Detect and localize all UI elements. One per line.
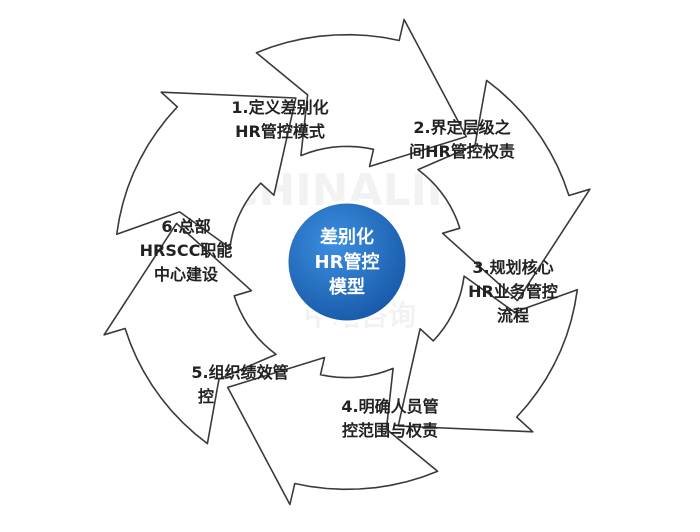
- step-5-line-2: 控: [198, 387, 214, 406]
- step-3-line-2: HR业务管控: [468, 282, 558, 301]
- cycle-arrow-1: [255, 18, 468, 168]
- step-4-label: 4.明确人员管 控范围与权责: [341, 397, 438, 440]
- cycle-arrow-3: [397, 275, 579, 433]
- center-line-1: 差别化: [320, 226, 374, 248]
- step-1-line-2: HR管控模式: [235, 122, 325, 141]
- step-3-line-3: 流程: [497, 306, 529, 325]
- step-2-line-1: 2.界定层级之: [413, 118, 510, 137]
- step-3-label: 3.规划核心 HR业务管控 流程: [468, 258, 558, 325]
- step-6-line-1: 6.总部: [161, 217, 210, 236]
- step-1-label: 1.定义差别化 HR管控模式: [231, 98, 328, 141]
- step-5-label: 5.组织绩效管 控: [191, 363, 288, 406]
- step-5-line-1: 5.组织绩效管: [191, 363, 288, 382]
- step-4-line-1: 4.明确人员管: [341, 397, 438, 416]
- step-6-line-2: HRSCC职能: [140, 241, 233, 260]
- cycle-arrow-2: [417, 79, 591, 302]
- center-circle: [285, 200, 409, 324]
- step-6-line-3: 中心建设: [154, 265, 219, 284]
- step-1-line-1: 1.定义差别化: [231, 98, 328, 117]
- cycle-arrow-6: [115, 91, 297, 249]
- center-line-3: 模型: [329, 276, 365, 298]
- cycle-arrow-4: [226, 356, 439, 506]
- center-line-2: HR管控: [315, 251, 380, 273]
- step-4-line-2: 控范围与权责: [342, 421, 438, 440]
- cycle-arrow-5: [103, 222, 277, 445]
- step-2-label: 2.界定层级之 间HR管控权责: [409, 118, 515, 161]
- step-2-line-2: 间HR管控权责: [409, 142, 515, 161]
- step-3-line-1: 3.规划核心: [472, 258, 553, 277]
- step-6-label: 6.总部 HRSCC职能 中心建设: [140, 217, 233, 284]
- cycle-arrows: [103, 18, 591, 506]
